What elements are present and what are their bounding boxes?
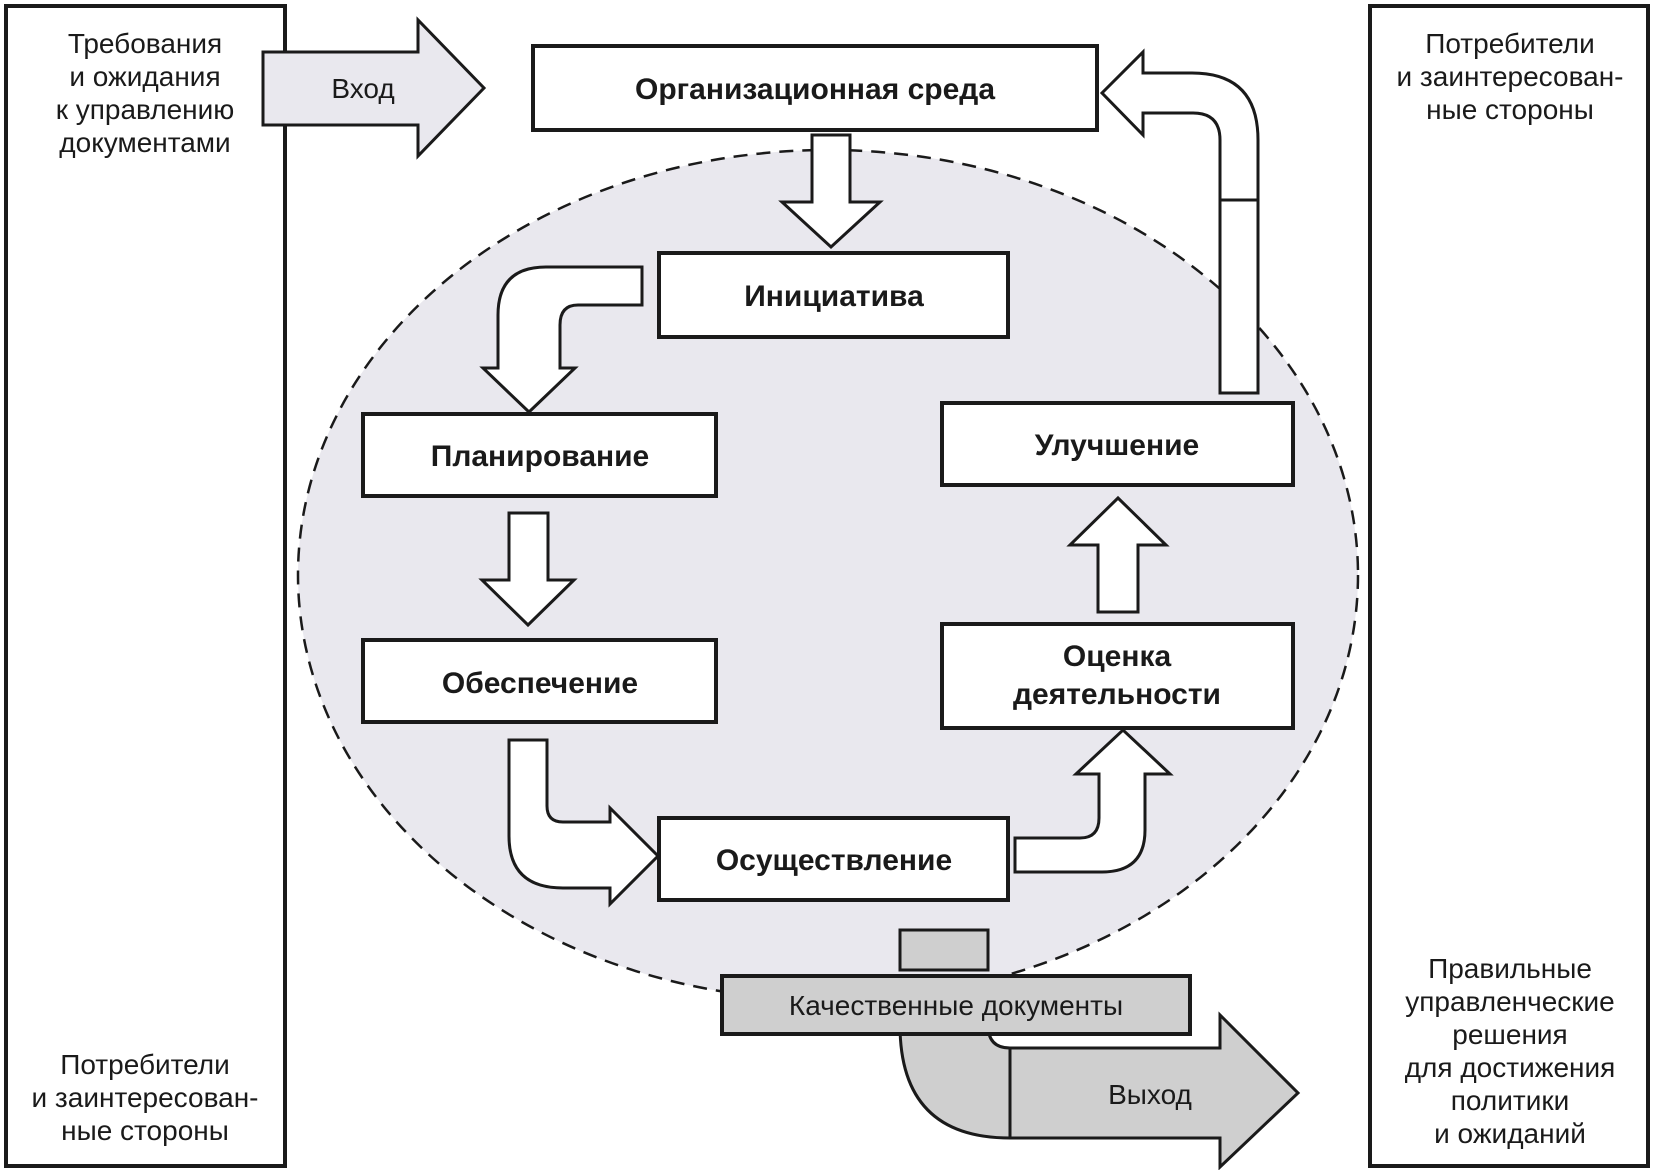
right-top-line-1: Потребители [1425,28,1595,59]
arrow-evaluation-to-improvement [1066,495,1170,614]
left-top-line-4: документами [59,127,230,158]
arrow-implementation-to-evaluation [1013,727,1174,874]
arrow-initiative-to-planning [479,265,644,415]
arrow-planning-to-support [478,511,578,628]
implementation-box [657,816,1010,902]
left-panel-bottom-text: Потребители и заинтересован- ные стороны [32,1049,259,1146]
quality-documents-box [720,974,1192,1036]
left-top-line-1: Требования [68,28,222,59]
arrow-support-to-implementation [507,738,661,908]
initiative-box [657,251,1010,339]
left-panel-top-text: Требования и ожидания к управлению докум… [56,28,235,158]
performance-evaluation-label-line-1: Оценка [1063,640,1172,673]
implementation-label: Осуществление [716,844,952,877]
performance-evaluation-label-line-2: деятельности [1013,678,1221,711]
right-bottom-line-5: политики [1451,1085,1569,1116]
right-bottom-line-1: Правильные [1428,953,1592,984]
initiative-label: Инициатива [744,280,924,313]
right-panel [1368,4,1650,1168]
arrow-environment-to-initiative [778,133,884,250]
right-panel-bottom-text: Правильные управленческие решения для до… [1405,953,1616,1149]
right-bottom-line-6: и ожиданий [1434,1118,1586,1149]
right-panel-top-text: Потребители и заинтересован- ные стороны [1397,28,1624,125]
left-top-line-2: и ожидания [69,61,220,92]
support-label: Обеспечение [442,667,638,700]
improvement-label: Улучшение [1035,429,1199,462]
improvement-box [940,401,1295,487]
right-bottom-line-2: управленческие [1405,986,1615,1017]
arrow-improvement-to-environment [1099,48,1260,395]
left-panel [4,4,287,1168]
output-arrow [898,1011,1301,1170]
quality-documents-label: Качественные документы [789,990,1123,1021]
input-arrow-label: Вход [331,73,394,104]
support-box [361,638,718,724]
planning-label: Планирование [431,440,650,473]
organizational-environment-box [531,44,1099,132]
right-bottom-line-4: для достижения [1405,1052,1616,1083]
left-bottom-line-1: Потребители [60,1049,230,1080]
output-arrow-label: Выход [1108,1079,1192,1110]
left-top-line-3: к управлению [56,94,235,125]
right-bottom-line-3: решения [1452,1019,1567,1050]
planning-box [361,412,718,498]
output-stem [898,928,990,972]
right-top-line-2: и заинтересован- [1397,61,1624,92]
left-bottom-line-3: ные стороны [61,1115,229,1146]
left-bottom-line-2: и заинтересован- [32,1082,259,1113]
performance-evaluation-box [940,622,1295,730]
input-arrow [261,16,487,160]
right-top-line-3: ные стороны [1426,94,1594,125]
organizational-environment-label: Организационная среда [635,73,995,106]
